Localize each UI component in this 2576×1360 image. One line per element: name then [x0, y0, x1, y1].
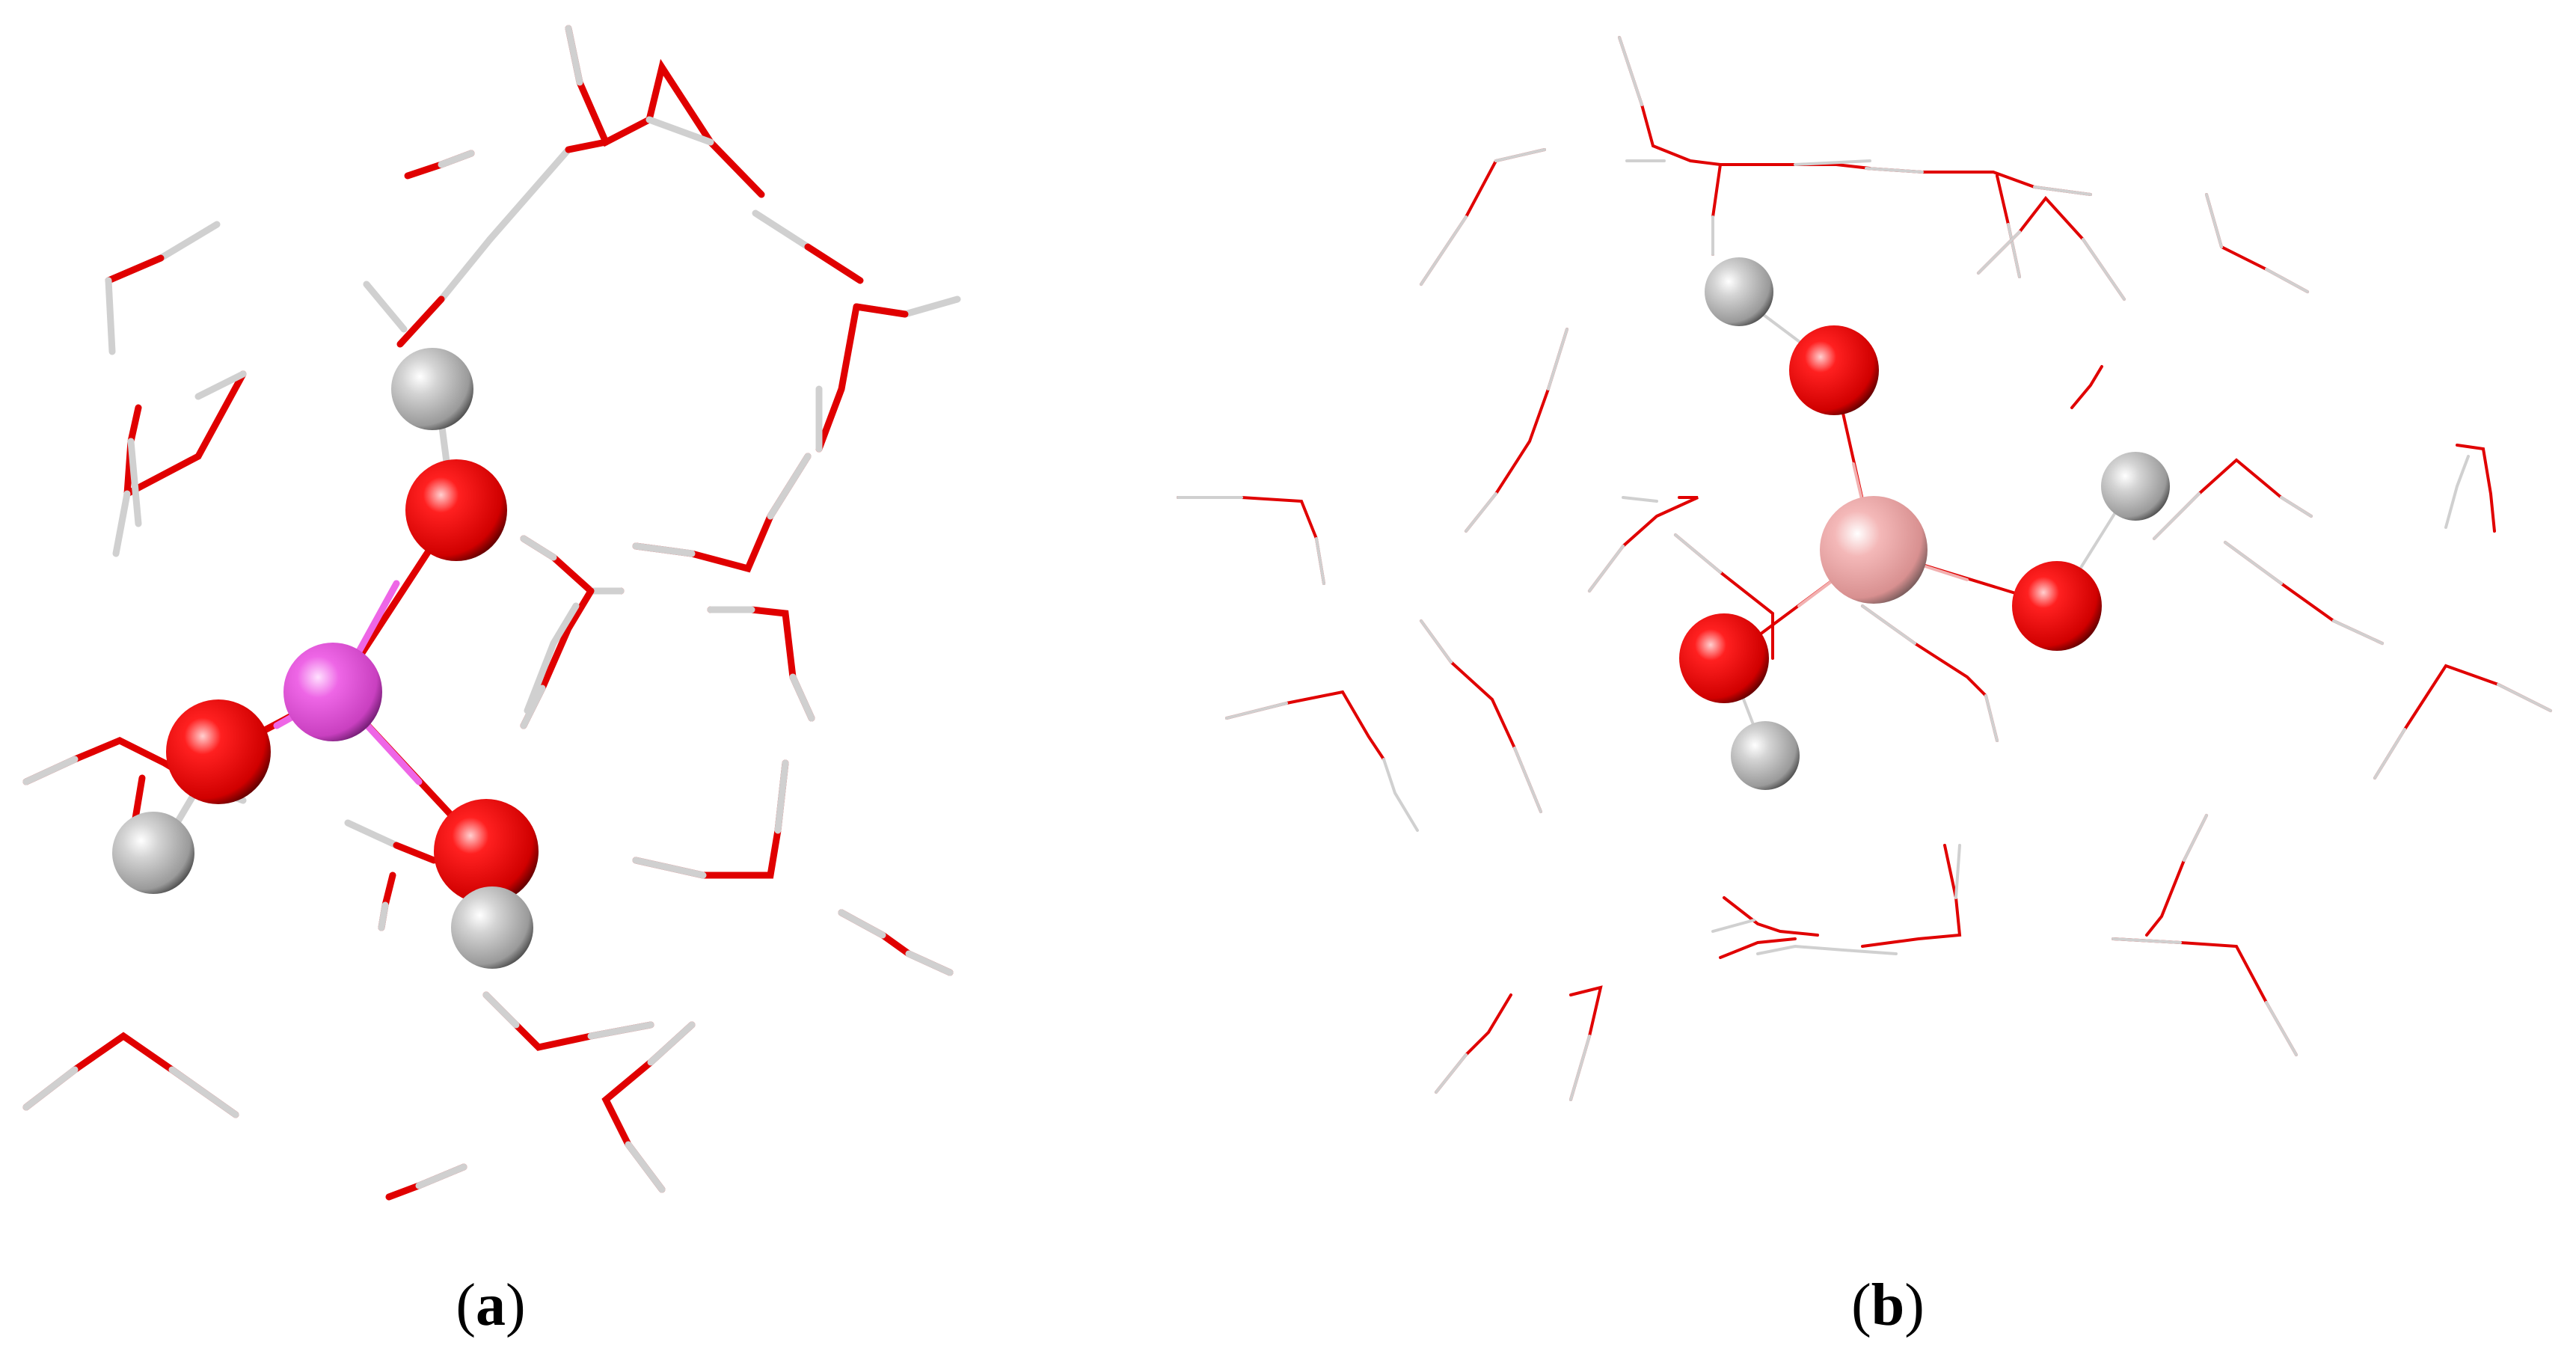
- oxygen-atom-b2: [2012, 561, 2102, 651]
- panel-b: [1177, 36, 2552, 1101]
- panel-a-caption: (a): [456, 1272, 526, 1338]
- hydrogen-atom-a2: [112, 812, 194, 894]
- hydrogen-atom-b2: [2101, 452, 2170, 521]
- panel-b-caption: (b): [1851, 1272, 1925, 1338]
- oxygen-atom-b1: [1789, 325, 1879, 415]
- hydrogen-atom-b1: [1705, 257, 1773, 326]
- oxygen-atom-a3: [434, 799, 539, 904]
- solvent-water-b: [1177, 36, 2552, 1101]
- solvent-water-a: [22, 25, 961, 1201]
- panel-a-letter: a: [476, 1272, 506, 1338]
- hydrogen-atom-b3: [1731, 721, 1800, 790]
- hydrogen-atom-a3: [451, 886, 533, 969]
- central-atom-a: [283, 643, 382, 741]
- hydrogen-atom-a1: [391, 348, 473, 430]
- central-bonds-b: [1726, 298, 2133, 757]
- central-atom-b: [1820, 496, 1928, 604]
- panel-b-letter: b: [1871, 1272, 1905, 1338]
- oxygen-atom-a2: [166, 699, 271, 804]
- oxygen-atom-b3: [1679, 613, 1769, 703]
- oxygen-atom-a1: [405, 459, 507, 561]
- panel-a: [22, 25, 961, 1201]
